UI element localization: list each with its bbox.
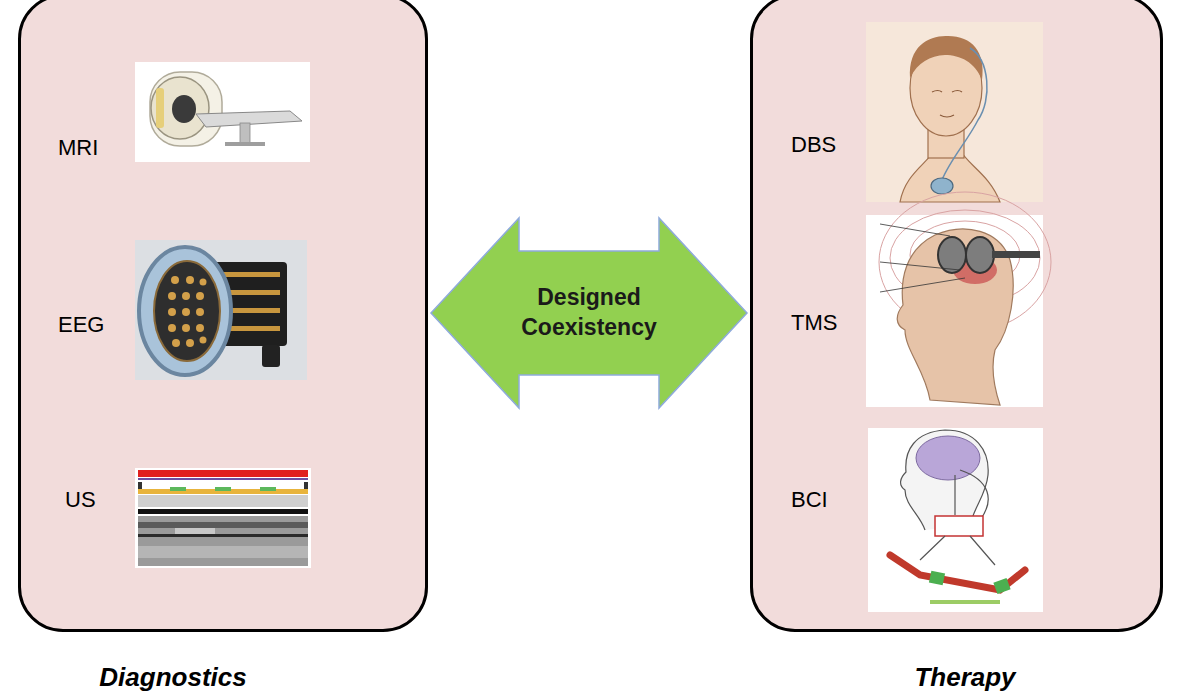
panel-box: DiagnosticsMRIEEGUS: [18, 0, 428, 632]
ultrasound-layers-picture-part: [138, 478, 308, 480]
panel-heading: Diagnostics: [99, 662, 246, 693]
ultrasound-layers-picture-part: [138, 482, 142, 490]
mri-scanner-picture-part: [135, 62, 310, 162]
eeg-connector-picture-part: [168, 276, 207, 347]
ultrasound-layers-picture-part: [135, 468, 311, 568]
dbs-implant-picture: [866, 22, 1043, 202]
bci-system-picture-part: [868, 428, 1043, 612]
eeg-connector-picture-part-part: [168, 308, 176, 316]
tms-coil-picture: [866, 192, 1051, 407]
eeg-connector-picture-part-part: [200, 279, 207, 286]
tms-coil-picture-part: [866, 215, 1043, 407]
mri-scanner-picture-part: [150, 72, 222, 146]
ultrasound-layers-picture-part: [138, 534, 308, 537]
ultrasound-layers-picture-part: [170, 487, 186, 491]
modality-label: BCI: [791, 487, 828, 513]
ultrasound-layers-picture-part: [304, 482, 308, 490]
double-arrow: [431, 218, 747, 408]
eeg-connector-picture-part-part: [196, 324, 204, 332]
dbs-implant-picture-part: [932, 91, 962, 118]
mri-scanner-picture-part: [172, 95, 196, 123]
eeg-connector-picture-part: [262, 345, 280, 367]
mri-scanner-picture-part: [156, 88, 164, 128]
panel-fill: [750, 0, 1163, 632]
eeg-connector-picture-part-part: [182, 324, 190, 332]
eeg-connector-picture-part-part: [172, 339, 180, 347]
dbs-implant-picture-part: [942, 48, 987, 180]
ultrasound-layers-picture: [135, 468, 311, 568]
dbs-implant-picture-part: [866, 22, 1043, 202]
modality-row: MRI: [58, 128, 138, 168]
tms-coil-picture-part: [880, 278, 965, 292]
mri-scanner-picture-part: [151, 77, 209, 139]
panel-box: TherapyDBSTMSBCI: [750, 0, 1163, 632]
eeg-connector-picture-part-part: [196, 292, 204, 300]
eeg-connector-picture-part-part: [171, 276, 179, 284]
eeg-connector-picture-part-part: [186, 276, 194, 284]
tms-coil-picture-part: [992, 251, 1040, 258]
eeg-connector-picture-part-part: [168, 292, 176, 300]
modality-label: US: [65, 487, 96, 513]
ultrasound-layers-picture-part: [138, 495, 308, 507]
eeg-connector-picture-part: [135, 240, 307, 380]
bci-system-picture-part: [930, 600, 1000, 604]
eeg-connector-picture-part-part: [196, 308, 204, 316]
eeg-connector-picture: [135, 240, 307, 380]
panel-fill: [18, 0, 1163, 632]
ultrasound-layers-picture-part: [215, 487, 231, 491]
ultrasound-layers-picture-part: [260, 487, 276, 491]
modality-row: TMS: [791, 303, 871, 343]
bci-system-picture-part: [901, 430, 989, 530]
tms-coil-picture-part: [966, 237, 994, 273]
ultrasound-layers-picture-part: [138, 509, 308, 514]
bci-system-picture-part: [993, 578, 1010, 594]
ultrasound-layers-picture-part: [138, 470, 308, 477]
eeg-connector-picture-part-part: [186, 339, 194, 347]
dbs-implant-picture-part: [910, 36, 983, 80]
bci-system-picture-part: [935, 516, 983, 536]
bci-system-picture-part: [916, 436, 980, 480]
bci-system-picture-part: [955, 470, 988, 520]
eeg-connector-picture-part: [154, 261, 220, 361]
dbs-implant-picture-part: [931, 178, 953, 194]
tms-coil-picture-part: [938, 237, 966, 273]
ultrasound-layers-picture-part: [138, 522, 308, 528]
mri-scanner-picture: [135, 62, 310, 162]
modality-label: TMS: [791, 310, 837, 336]
bci-system-picture-part: [929, 571, 945, 586]
modality-label: MRI: [58, 135, 98, 161]
panel-fill: [18, 0, 428, 632]
eeg-connector-picture-part-part: [168, 324, 176, 332]
eeg-connector-picture-part-part: [200, 337, 207, 344]
eeg-connector-picture-part: [139, 247, 231, 375]
modality-row: DBS: [791, 125, 871, 165]
modality-row: EEG: [58, 305, 138, 345]
tms-coil-picture-part: [880, 224, 950, 236]
modality-label: DBS: [791, 132, 836, 158]
bci-system-picture: [868, 428, 1043, 612]
mri-scanner-picture-part: [240, 123, 250, 143]
panel-heading: Therapy: [914, 662, 1015, 693]
modality-label: EEG: [58, 312, 104, 338]
ultrasound-layers-picture-part: [138, 516, 308, 566]
ultrasound-layers-picture-part: [175, 528, 215, 534]
mri-scanner-picture-part: [225, 142, 265, 146]
eeg-connector-picture-part-part: [182, 308, 190, 316]
modality-row: BCI: [791, 480, 871, 520]
eeg-connector-picture-part-part: [182, 292, 190, 300]
bci-system-picture-part: [920, 536, 995, 565]
tms-coil-picture-part: [880, 262, 960, 270]
modality-row: US: [65, 480, 145, 520]
arrow-label: Designed Coexistency: [504, 283, 674, 343]
ultrasound-layers-picture-part: [138, 546, 308, 558]
